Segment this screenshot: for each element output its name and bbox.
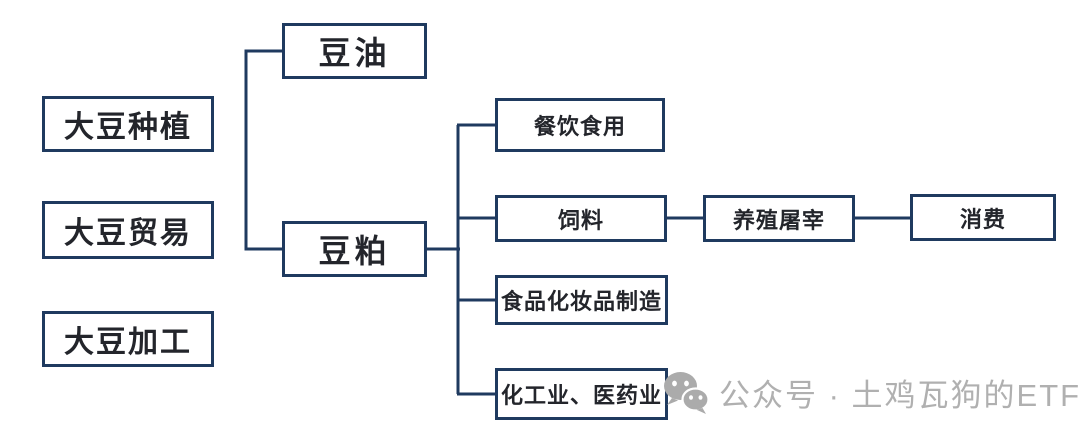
node-consumption: 消费 <box>910 194 1056 241</box>
node-soybean-planting: 大豆种植 <box>42 96 214 152</box>
node-soybean-meal: 豆粕 <box>282 221 427 277</box>
node-chemical-pharmaceutical: 化工业、医药业 <box>495 368 668 420</box>
connector-oil-meal-bracket <box>244 49 284 251</box>
watermark-text: 公众号 · 土鸡瓦狗的ETF <box>719 378 1080 413</box>
node-soybean-oil: 豆油 <box>282 23 427 79</box>
node-soybean-trade: 大豆贸易 <box>42 201 214 259</box>
node-soybean-processing: 大豆加工 <box>42 311 214 367</box>
watermark: 公众号 · 土鸡瓦狗的ETF <box>663 370 1080 415</box>
node-food-cosmetics-manufacturing: 食品化妆品制造 <box>495 275 668 325</box>
node-feed: 饲料 <box>495 195 667 242</box>
wechat-icon <box>664 371 709 414</box>
node-catering-food: 餐饮食用 <box>495 98 665 152</box>
node-breeding-slaughter: 养殖屠宰 <box>703 195 855 242</box>
